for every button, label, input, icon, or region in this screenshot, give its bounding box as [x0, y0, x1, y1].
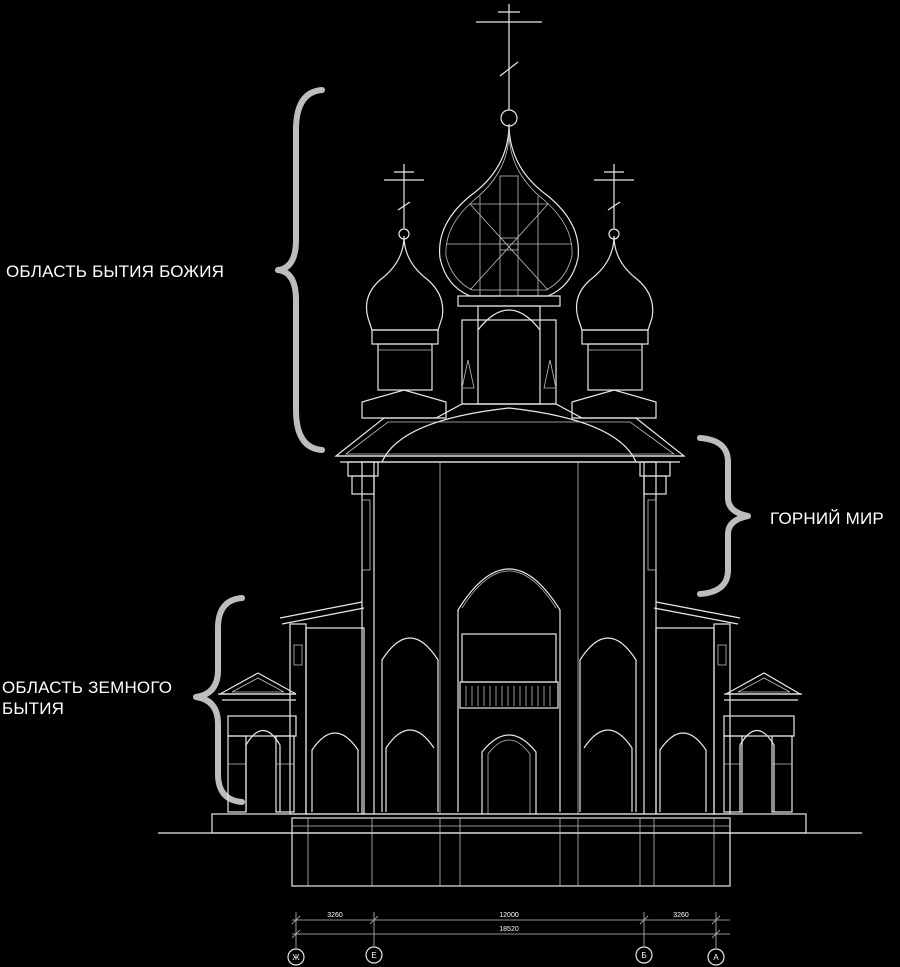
right-dome: [575, 164, 654, 331]
label-earthly-region-line1: ОБЛАСТЬ ЗЕМНОГО: [2, 678, 173, 697]
main-body: [347, 461, 671, 815]
dim-center: 12000: [499, 912, 519, 919]
dim-left: 3260: [327, 912, 343, 919]
label-earthly-region-line2: БЫТИЯ: [2, 699, 65, 718]
axis-marker-e: [365, 946, 383, 964]
axis-marker-b: [635, 946, 653, 964]
dim-total: 18520: [499, 926, 519, 933]
axis-label-e: Е: [371, 951, 376, 960]
central-drum: [457, 295, 561, 405]
right-drum: [571, 329, 657, 419]
label-heavenly-world: ГОРНИЙ МИР: [770, 509, 884, 528]
right-wing: [653, 601, 741, 815]
dim-right: 3260: [673, 912, 689, 919]
right-porch: [723, 672, 803, 813]
axis-marker-zh: [287, 948, 305, 966]
axis-label-zh: Ж: [292, 953, 300, 962]
left-wing: [279, 601, 365, 815]
axis-label-b: Б: [641, 951, 646, 960]
label-divine-region: ОБЛАСТЬ БЫТИЯ БОЖИЯ: [6, 262, 225, 281]
roof: [334, 403, 686, 463]
balustrade-posts: [465, 686, 551, 706]
axis-marker-a: [707, 948, 725, 966]
brace-earthly-region: [193, 595, 245, 805]
left-dome: [365, 164, 444, 331]
foundation: [211, 813, 807, 887]
axis-markers: [287, 944, 725, 966]
left-drum: [361, 329, 447, 419]
central-dome: [438, 4, 580, 297]
brace-heavenly-world: [697, 435, 751, 597]
brace-divine-region: [275, 87, 325, 453]
dimension-lines: [291, 912, 730, 944]
left-porch: [218, 672, 297, 813]
axis-label-a: А: [713, 953, 719, 962]
